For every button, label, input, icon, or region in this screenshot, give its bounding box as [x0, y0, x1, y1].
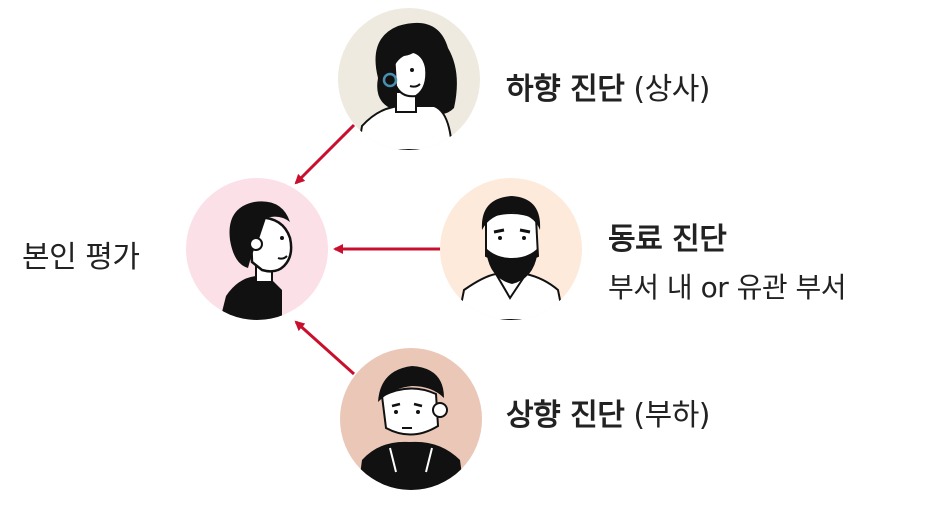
downward-paren: (상사): [633, 72, 710, 107]
upward-paren: (부하): [633, 398, 710, 433]
subordinate-avatar: [340, 348, 482, 490]
upward-title: 상향 진단: [506, 398, 624, 433]
person-icon: [186, 178, 328, 320]
self-label: 본인 평가: [22, 232, 139, 276]
arrow-upward-to-self: [296, 322, 354, 374]
peer-title: 동료 진단: [608, 214, 846, 258]
boss-avatar: [338, 8, 480, 150]
hoodie-person-icon: [340, 348, 482, 490]
upward-label: 상향 진단 (부하): [506, 390, 710, 434]
woman-icon: [338, 8, 480, 150]
peer-subtitle: 부서 내 or 유관 부서: [608, 266, 846, 306]
downward-title: 하향 진단: [506, 72, 624, 107]
self-avatar: [186, 178, 328, 320]
peer-avatar: [440, 178, 582, 320]
self-title: 본인 평가: [22, 240, 139, 275]
peer-label: 동료 진단 부서 내 or 유관 부서: [608, 214, 846, 306]
bearded-man-icon: [440, 178, 582, 320]
arrow-downward-to-self: [296, 125, 354, 183]
downward-label: 하향 진단 (상사): [506, 64, 710, 108]
